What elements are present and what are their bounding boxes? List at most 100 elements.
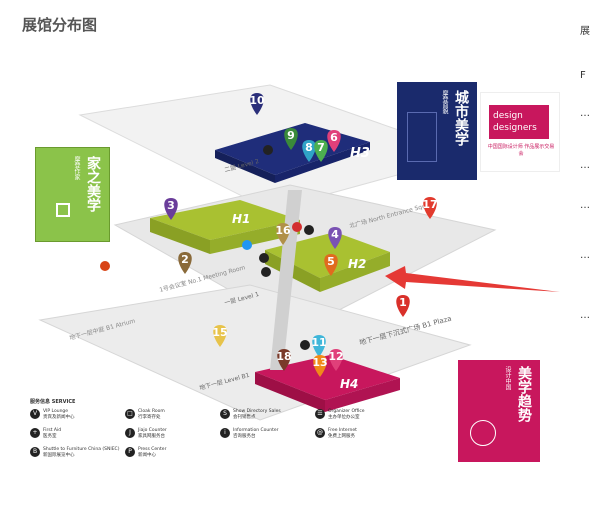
legend-item-icon: □ xyxy=(125,409,135,419)
pin-number: 1 xyxy=(399,296,407,309)
designers-cn: 中国国际设计师 作品展示交易会 xyxy=(487,144,555,157)
pin-marker-icon xyxy=(302,140,316,162)
info-icon[interactable] xyxy=(304,225,314,235)
pin-marker-icon xyxy=(329,349,343,371)
info-icon[interactable] xyxy=(263,145,273,155)
city-banner-title: 城市美学 xyxy=(453,90,469,146)
pin-marker-icon xyxy=(178,252,192,274)
entrance-arrow xyxy=(385,266,560,292)
side-glyph: … xyxy=(580,250,590,261)
map-pin-7[interactable]: 7 xyxy=(314,140,328,162)
legend-item-cn: 贵宾及新闻中心 xyxy=(43,415,75,420)
legend-item-icon: V xyxy=(30,409,40,419)
legend-item-icon: i xyxy=(220,428,230,438)
map-pin-5[interactable]: 5 xyxy=(324,254,338,276)
central-escalator xyxy=(270,190,302,370)
map-pin-16[interactable]: 16 xyxy=(275,223,291,245)
legend-item-cn: 医务室 xyxy=(43,434,57,439)
map-pin-2[interactable]: 2 xyxy=(178,252,192,274)
pin-number: 8 xyxy=(305,141,313,154)
map-pin-15[interactable]: 15 xyxy=(212,325,228,347)
legend-item-en: Information Counter xyxy=(233,428,279,433)
home-logo-icon xyxy=(56,203,70,217)
home-banner-title: 家之美学 xyxy=(85,156,101,212)
map-pin-13[interactable]: 13 xyxy=(312,355,328,377)
trend-banner-sub: 设计中国 xyxy=(504,366,511,390)
pin-marker-icon xyxy=(324,254,338,276)
legend-item-cn: 免费上网服务 xyxy=(328,434,355,439)
map-pin-8[interactable]: 8 xyxy=(302,140,316,162)
legend-item-en: Free Internet xyxy=(328,428,357,433)
side-glyph: … xyxy=(580,200,590,211)
pin-marker-icon xyxy=(276,223,290,245)
pin-number: 12 xyxy=(328,350,343,363)
legend-item-en: Cloak Room xyxy=(138,409,165,414)
city-banner[interactable]: 城市美学 摩登面貌 xyxy=(397,82,477,180)
side-glyph: … xyxy=(580,160,590,171)
pin-marker-icon xyxy=(164,198,178,220)
pin-marker-icon xyxy=(213,325,227,347)
side-glyph: F xyxy=(580,70,586,81)
designers-line-1: design xyxy=(493,111,523,121)
pin-marker-icon xyxy=(327,130,341,152)
trend-banner[interactable]: 美学趋势 设计中国 xyxy=(458,360,540,462)
info-icon[interactable] xyxy=(300,340,310,350)
pin-marker-icon xyxy=(312,335,326,357)
legend-item-icon: B xyxy=(30,447,40,457)
legend-item-cn: 新国际展览中心 xyxy=(43,453,75,458)
hall-h1-label: H1 xyxy=(232,212,250,226)
pin-number: 4 xyxy=(331,228,339,241)
legend-item-icon: J xyxy=(125,428,135,438)
map-pin-18[interactable]: 18 xyxy=(276,349,292,371)
map-pin-11[interactable]: 11 xyxy=(311,335,327,357)
home-banner[interactable]: 家之美学 摩登作家 xyxy=(35,147,110,242)
legend-item-cn: 行李寄存处 xyxy=(138,415,161,420)
map-service-icons xyxy=(100,145,314,350)
pin-marker-icon xyxy=(250,93,264,115)
legend-item-cn: 主办单位办公室 xyxy=(328,415,360,420)
hall-h4 xyxy=(255,355,400,400)
map-pin-12[interactable]: 12 xyxy=(328,349,344,371)
pin-marker-icon xyxy=(328,227,342,249)
map-pin-9[interactable]: 9 xyxy=(284,128,298,150)
map-pin-3[interactable]: 3 xyxy=(164,198,178,220)
pin-number: 3 xyxy=(167,199,175,212)
hall-h4-label: H4 xyxy=(340,377,358,391)
pin-number: 6 xyxy=(330,131,338,144)
pin-number: 10 xyxy=(249,94,265,107)
jiajo-icon[interactable] xyxy=(100,261,110,271)
internet-icon[interactable] xyxy=(242,240,252,250)
vip-icon[interactable] xyxy=(261,267,271,277)
hall-h1 xyxy=(150,200,300,240)
legend-item-icon: P xyxy=(125,447,135,457)
info-icon[interactable] xyxy=(259,253,269,263)
legend-item-cn: 家具网服务台 xyxy=(138,434,165,439)
map-pin-1[interactable]: 1 xyxy=(396,295,410,317)
legend-item-icon: S xyxy=(220,409,230,419)
city-banner-sub: 摩登面貌 xyxy=(441,90,448,114)
map-pin-4[interactable]: 4 xyxy=(328,227,342,249)
side-glyph: … xyxy=(580,108,590,119)
pin-marker-icon xyxy=(423,197,437,219)
hall-h2-label: H2 xyxy=(348,257,366,271)
first-aid-icon[interactable] xyxy=(292,222,302,232)
legend-item-cn: 新闻中心 xyxy=(138,453,156,458)
city-grid-icon xyxy=(407,112,437,162)
designers-banner[interactable]: design designers 中国国际设计师 作品展示交易会 xyxy=(480,92,560,172)
map-pin-10[interactable]: 10 xyxy=(249,93,265,115)
map-pin-6[interactable]: 6 xyxy=(327,130,341,152)
legend-item-en: Jiajo Counter xyxy=(138,428,167,433)
home-banner-sub: 摩登作家 xyxy=(73,156,80,180)
pin-number: 2 xyxy=(181,253,189,266)
legend-item-cn: 会刊销售点 xyxy=(233,415,256,420)
legend-item-icon: @ xyxy=(315,428,325,438)
legend-item-en: Shuttle to Furniture China (SNIEC) xyxy=(43,447,120,452)
map-pin-17[interactable]: 17 xyxy=(422,197,438,219)
